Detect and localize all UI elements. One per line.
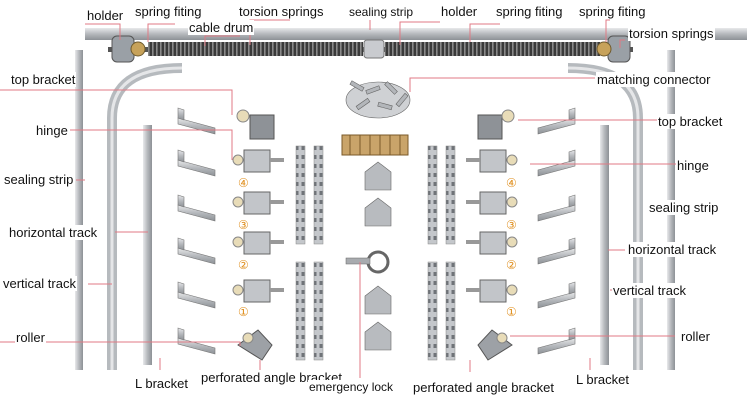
label-l-bracket-right: L bracket xyxy=(575,372,630,387)
label-cable-drum: cable drum xyxy=(188,20,255,35)
label-torsion-springs-right: torsion springs xyxy=(628,26,715,41)
l-brackets-right xyxy=(537,107,576,355)
label-horizontal-track-right: horizontal track xyxy=(627,242,718,257)
perforated-brackets xyxy=(295,145,456,361)
left-track xyxy=(75,50,183,370)
vertical-track-left xyxy=(143,125,152,365)
anchor-bolts xyxy=(341,134,409,156)
label-spring-fiting-mid: spring fiting xyxy=(495,4,564,19)
top-bracket-right xyxy=(477,109,515,140)
hinge-number-left-2: ② xyxy=(238,258,249,272)
label-perforated-angle-bracket-left: perforated angle bracket xyxy=(200,370,343,385)
spring-fitting-right xyxy=(596,41,612,57)
hinge-number-left-4: ④ xyxy=(238,176,249,190)
torsion-spring-left xyxy=(148,42,363,56)
top-bracket-left xyxy=(236,109,275,140)
label-sealing-strip-left: sealing strip xyxy=(3,172,75,187)
l-brackets-left xyxy=(177,107,216,355)
hinges-right xyxy=(466,149,518,303)
label-matching-connector: matching connector xyxy=(596,72,712,87)
spring-fitting-left xyxy=(130,41,146,57)
hinge-number-right-4: ④ xyxy=(506,176,517,190)
label-sealing-strip-right: sealing strip xyxy=(648,200,720,215)
bottom-bracket-right xyxy=(477,329,513,361)
label-sealing-strip-top: sealing strip xyxy=(348,5,415,20)
label-hinge-right: hinge xyxy=(676,158,710,173)
hinge-number-left-3: ③ xyxy=(238,218,249,232)
hinge-number-right-2: ② xyxy=(506,258,517,272)
emergency-lock-part xyxy=(345,250,390,274)
label-top-bracket-right: top bracket xyxy=(657,114,724,129)
label-roller-right: roller xyxy=(680,329,711,344)
sealing-strip-left xyxy=(75,50,83,370)
bottom-bracket-left xyxy=(237,329,273,361)
vertical-track-right xyxy=(600,125,609,365)
label-holder-right: holder xyxy=(440,4,479,19)
label-emergency-lock: emergency lock xyxy=(308,380,395,395)
torsion-spring-right xyxy=(385,42,600,56)
hinge-number-left-1: ① xyxy=(238,305,249,319)
label-torsion-springs-top: torsion springs xyxy=(238,4,325,19)
hinges-left xyxy=(232,149,284,303)
label-top-bracket-left: top bracket xyxy=(10,72,77,87)
label-perforated-angle-bracket-right: perforated angle bracket xyxy=(412,380,555,395)
label-spring-fiting-left: spring fiting xyxy=(134,4,203,19)
center-bearing xyxy=(363,39,385,59)
hinge-number-right-3: ③ xyxy=(506,218,517,232)
label-vertical-track-right: vertical track xyxy=(612,283,687,298)
center-plates xyxy=(364,161,392,351)
label-hinge-left: hinge xyxy=(35,123,69,138)
label-spring-fiting-right: spring fiting xyxy=(578,4,647,19)
label-vertical-track-left: vertical track xyxy=(2,276,77,291)
label-roller-left: roller xyxy=(15,330,46,345)
label-horizontal-track-left: horizontal track xyxy=(8,225,99,240)
matching-connector-screws xyxy=(345,80,411,119)
label-l-bracket-left: L bracket xyxy=(134,376,189,391)
hinge-number-right-1: ① xyxy=(506,305,517,319)
label-holder-left: holder xyxy=(86,8,125,23)
torsion-spring-assembly xyxy=(108,35,633,63)
